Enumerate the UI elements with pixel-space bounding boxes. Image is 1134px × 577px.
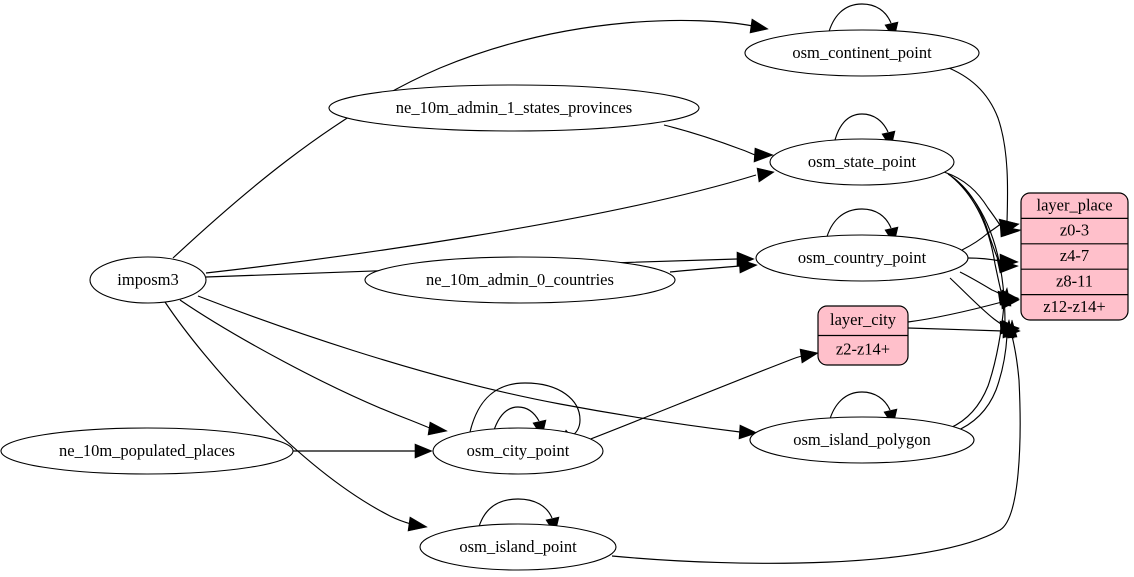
node-osm_island_point-shape[interactable]: [419, 523, 617, 571]
edge-layer_city-to-layer_place-z12-z14: [907, 323, 1021, 339]
edge-ne_10m_populated_places-to-osm_city_point: [292, 443, 433, 459]
node-ne_10m_populated_places[interactable]: ne_10m_populated_places: [0, 427, 294, 475]
node-imposm3[interactable]: imposm3: [89, 256, 207, 304]
node-ne_10m_admin_0_countries[interactable]: ne_10m_admin_0_countries: [364, 256, 676, 304]
edge-osm_country_point-to-layer_place-z0-3: [961, 218, 1020, 251]
edge-imposm3-to-osm_island_polygon: [197, 295, 758, 440]
record-node-layer_place[interactable]: layer_place z0-3 z4-7 z8-11 z12-z14+: [1020, 192, 1129, 321]
node-osm_state_point-shape[interactable]: [769, 138, 955, 186]
edge-imposm3-to-osm_state_point: [205, 167, 775, 274]
node-imposm3-shape[interactable]: [89, 256, 207, 304]
edge-osm_continent_point-to-layer_place-z0-3: [943, 65, 1022, 237]
edge-imposm3-to-osm_continent_point: [172, 18, 769, 259]
node-osm_island_polygon[interactable]: osm_island_polygon: [749, 416, 975, 464]
node-osm_city_point-shape[interactable]: [432, 427, 604, 475]
edge-imposm3-to-osm_city_point: [179, 299, 448, 436]
node-osm_country_point[interactable]: osm_country_point: [755, 234, 969, 282]
record-node-layer_city[interactable]: layer_city z2-z14+: [817, 305, 909, 366]
node-osm_city_point[interactable]: osm_city_point: [432, 427, 604, 475]
edge-ne_10m_admin_0_countries-to-osm_country_point: [669, 258, 758, 274]
node-layer: imposm3 ne_10m_admin_1_states_provinces …: [0, 29, 980, 571]
node-osm_state_point[interactable]: osm_state_point: [769, 138, 955, 186]
node-osm_continent_point-shape[interactable]: [744, 29, 980, 77]
node-osm_country_point-shape[interactable]: [755, 234, 969, 282]
node-ne_10m_admin_1_states_provinces[interactable]: ne_10m_admin_1_states_provinces: [328, 84, 700, 132]
node-osm_continent_point[interactable]: osm_continent_point: [744, 29, 980, 77]
node-osm_island_point[interactable]: osm_island_point: [419, 523, 617, 571]
record-node-layer_place-body[interactable]: [1020, 192, 1129, 321]
node-ne_10m_admin_0_countries-shape[interactable]: [364, 256, 676, 304]
node-osm_island_polygon-shape[interactable]: [749, 416, 975, 464]
edge-imposm3-to-osm_island_point: [164, 301, 428, 532]
node-ne_10m_admin_1_states_provinces-shape[interactable]: [328, 84, 700, 132]
node-ne_10m_populated_places-shape[interactable]: [0, 427, 294, 475]
edge-layer: [164, 3, 1022, 564]
edge-osm_city_point-to-layer_city: [587, 348, 819, 441]
edge-ne_10m_admin_1_states_provinces-to-osm_state_point: [663, 124, 774, 163]
edge-layer_city-to-layer_place-z8-11: [907, 294, 1020, 323]
edge-osm_country_point-to-layer_place-z4-7: [967, 253, 1019, 269]
